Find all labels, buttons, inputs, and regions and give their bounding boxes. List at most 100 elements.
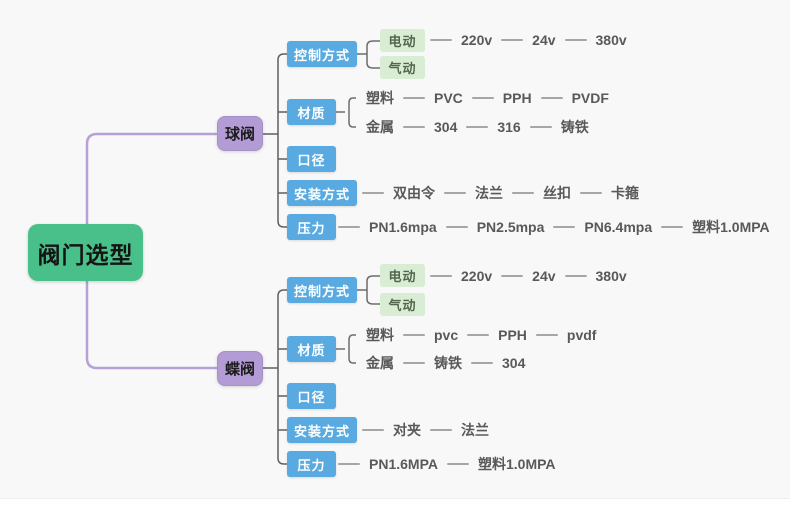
connector-line [430, 429, 452, 431]
butterfly-valve-spine [277, 289, 287, 465]
ball-topic-flange[interactable]: 法兰 [475, 185, 503, 201]
ball-category-pressure[interactable]: 压力 [287, 214, 336, 240]
ball-topic-pvdf[interactable]: PVDF [571, 90, 609, 106]
ball-topic-pn25[interactable]: PN2.5mpa [476, 219, 545, 235]
ball-topic-electric[interactable]: 电动 [380, 29, 425, 52]
ball-topic-316[interactable]: 316 [497, 119, 521, 135]
connector-line [466, 126, 489, 128]
ball-category-installation[interactable]: 安装方式 [287, 180, 357, 206]
ball-valve-spine [277, 53, 287, 228]
connector-line [403, 126, 425, 128]
ball-install-chain: 双由令 法兰 丝扣 卡箍 [362, 183, 639, 203]
connector-line [338, 463, 360, 465]
butterfly-topic-pvc[interactable]: pvc [434, 327, 459, 343]
connector-line [444, 192, 466, 194]
butterfly-valve-category-stubs [278, 348, 287, 431]
connector-line [564, 39, 587, 41]
butterfly-topic-pn16[interactable]: PN1.6MPA [369, 456, 438, 472]
connector-line [403, 334, 425, 336]
connector-line [403, 97, 425, 99]
ball-topic-pn64[interactable]: PN6.4mpa [584, 219, 653, 235]
ball-valve-material-bracket [336, 97, 356, 128]
connector-line [430, 39, 452, 41]
butterfly-category-installation[interactable]: 安装方式 [287, 417, 357, 443]
connector-line [501, 39, 524, 41]
ball-topic-clamp[interactable]: 卡箍 [611, 185, 639, 201]
butterfly-valve-control-bracket [357, 275, 380, 305]
connector-line [471, 362, 493, 364]
ball-category-control-method[interactable]: 控制方式 [287, 41, 357, 67]
ball-topic-threaded[interactable]: 丝扣 [543, 185, 571, 201]
connector-line [471, 97, 494, 99]
connector-line [403, 362, 425, 364]
connector-line [661, 226, 684, 228]
horizontal-scrollbar-track[interactable] [0, 498, 790, 506]
ball-topic-plastic-pn10[interactable]: 塑料1.0MPA [692, 219, 770, 235]
connector-line [362, 192, 384, 194]
ball-category-material[interactable]: 材质 [287, 99, 336, 125]
connector-line [580, 192, 602, 194]
connector-line [512, 192, 534, 194]
ball-topic-cast-iron[interactable]: 铸铁 [560, 119, 589, 135]
butterfly-metal-chain: 金属 铸铁 304 [366, 353, 525, 373]
connector-line [501, 275, 524, 277]
ball-topic-24v[interactable]: 24v [532, 32, 556, 48]
butterfly-volt-chain: 220v 24v 380v [430, 268, 627, 284]
butterfly-topic-304[interactable]: 304 [502, 355, 526, 371]
connector-line [553, 226, 576, 228]
butterfly-category-material[interactable]: 材质 [287, 336, 336, 362]
ball-topic-380v[interactable]: 380v [595, 32, 627, 48]
butterfly-topic-flange[interactable]: 法兰 [461, 422, 489, 438]
butterfly-category-diameter[interactable]: 口径 [287, 383, 336, 409]
ball-topic-pneumatic[interactable]: 气动 [380, 56, 425, 79]
ball-topic-220v[interactable]: 220v [461, 32, 493, 48]
root-to-ball-valve-connector [85, 132, 218, 227]
connector-line [535, 334, 558, 336]
connector-line [564, 275, 587, 277]
ball-valve-category-stubs [278, 111, 287, 194]
butterfly-topic-plastic-head[interactable]: 塑料 [366, 327, 394, 343]
ball-topic-metal-head[interactable]: 金属 [366, 119, 394, 135]
ball-plastic-chain: 塑料 PVC PPH PVDF [366, 88, 609, 108]
ball-category-diameter[interactable]: 口径 [287, 146, 336, 172]
butterfly-topic-220v[interactable]: 220v [461, 268, 493, 284]
ball-topic-pvc[interactable]: PVC [434, 90, 463, 106]
ball-topic-pph[interactable]: PPH [502, 90, 532, 106]
ball-topic-304[interactable]: 304 [434, 119, 458, 135]
root-to-butterfly-valve-connector [85, 278, 218, 370]
ball-pressure-chain: PN1.6mpa PN2.5mpa PN6.4mpa 塑料1.0MPA [338, 217, 770, 237]
connector-line [540, 97, 563, 99]
butterfly-category-control-method[interactable]: 控制方式 [287, 277, 357, 303]
butterfly-install-chain: 对夹 法兰 [362, 420, 489, 440]
butterfly-topic-metal-head[interactable]: 金属 [366, 355, 394, 371]
ball-topic-double-union[interactable]: 双由令 [393, 185, 435, 201]
node-ball-valve[interactable]: 球阀 [217, 116, 263, 151]
butterfly-topic-pneumatic[interactable]: 气动 [380, 293, 425, 316]
connector-line [362, 429, 384, 431]
ball-topic-plastic-head[interactable]: 塑料 [366, 90, 394, 106]
connector-line [338, 226, 360, 228]
butterfly-topic-pvdf[interactable]: pvdf [566, 327, 597, 343]
ball-volt-chain: 220v 24v 380v [430, 32, 627, 48]
butterfly-topic-380v[interactable]: 380v [595, 268, 627, 284]
connector-line [467, 334, 490, 336]
ball-valve-control-bracket [357, 40, 380, 69]
butterfly-valve-material-bracket [336, 334, 356, 364]
butterfly-topic-pph[interactable]: PPH [498, 327, 527, 343]
butterfly-topic-electric[interactable]: 电动 [380, 264, 425, 287]
connector-line [446, 463, 469, 465]
node-butterfly-valve[interactable]: 蝶阀 [217, 351, 263, 386]
butterfly-topic-plastic-pn10[interactable]: 塑料1.0MPA [477, 456, 556, 472]
butterfly-topic-wafer[interactable]: 对夹 [393, 422, 421, 438]
connector-line [430, 275, 452, 277]
butterfly-topic-24v[interactable]: 24v [532, 268, 556, 284]
butterfly-category-pressure[interactable]: 压力 [287, 451, 336, 477]
root-valve-selection[interactable]: 阀门选型 [28, 224, 143, 281]
ball-topic-pn16[interactable]: PN1.6mpa [369, 219, 437, 235]
butterfly-topic-cast-iron[interactable]: 铸铁 [434, 355, 462, 371]
ball-metal-chain: 金属 304 316 铸铁 [366, 117, 589, 137]
connector-line [529, 126, 552, 128]
butterfly-pressure-chain: PN1.6MPA 塑料1.0MPA [338, 454, 556, 474]
